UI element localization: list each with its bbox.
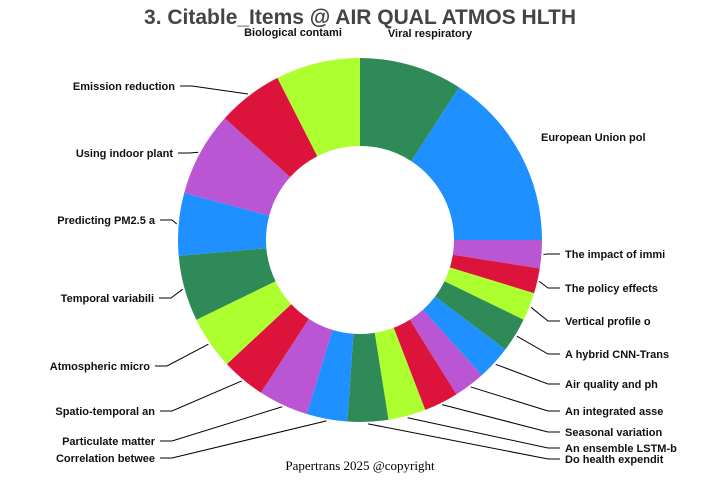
leader-line	[155, 343, 209, 367]
leader-line	[160, 380, 242, 412]
leader-line	[159, 288, 183, 299]
chart-title: 3. Citable_Items @ AIR QUAL ATMOS HLTH	[144, 6, 576, 29]
slice-label: A hybrid CNN-Trans	[565, 349, 669, 361]
slice-label: Particulate matter	[62, 436, 156, 448]
slice-label: An ensemble LSTM-b	[565, 443, 677, 455]
slice-label: Spatio-temporal an	[55, 406, 155, 418]
donut-slice	[409, 309, 482, 395]
donut-slice	[277, 58, 360, 157]
slice-label: Biological contami	[244, 27, 342, 39]
donut-slice	[435, 281, 524, 350]
slice-label: Seasonal variation	[565, 427, 662, 439]
donut-slice	[422, 296, 506, 376]
leader-line	[178, 151, 199, 154]
slice-label: The impact of immi	[565, 249, 665, 261]
donut-slice	[374, 327, 426, 420]
donut-slice	[411, 87, 542, 240]
slice-label: Atmospheric micro	[50, 361, 151, 373]
slice-label: The policy effects	[565, 283, 658, 295]
leader-line	[470, 386, 560, 412]
leader-line	[160, 219, 178, 225]
donut-slice	[178, 192, 270, 256]
donut-slice	[444, 267, 535, 320]
slice-label: Emission reduction	[73, 81, 175, 93]
slice-label: Temporal variabili	[61, 293, 154, 305]
leader-line	[495, 363, 560, 385]
donut-slice	[449, 254, 540, 294]
slice-label: European Union pol	[541, 132, 646, 144]
donut-slice	[178, 248, 276, 320]
leader-line	[441, 404, 560, 433]
leader-line	[530, 307, 560, 322]
donut-slice	[452, 240, 542, 269]
slice-label: Predicting PM2.5 a	[57, 215, 156, 227]
donut-slice	[347, 332, 389, 423]
donut-slice	[184, 118, 291, 216]
slice-label: Correlation betwee	[56, 453, 155, 465]
donut-slice	[306, 329, 354, 422]
slice-label: Air quality and ph	[565, 379, 658, 391]
donut-slice	[224, 77, 318, 178]
donut-slice	[260, 318, 333, 415]
copyright-footer: Papertrans 2025 @copyright	[285, 458, 435, 473]
slice-label: Using indoor plant	[76, 148, 173, 160]
leader-line	[516, 335, 560, 355]
donut-slice	[226, 304, 309, 393]
leader-line	[407, 417, 560, 449]
leader-line	[160, 420, 327, 459]
leader-line	[538, 280, 560, 289]
slice-label: Do health expendit	[565, 454, 664, 466]
leader-line	[160, 406, 283, 442]
donut-slice	[196, 281, 292, 365]
slice-label: An integrated asse	[565, 406, 663, 418]
leader-line	[180, 85, 249, 95]
slice-label: Vertical profile o	[565, 316, 651, 328]
donut-slice	[393, 319, 457, 410]
leader-line	[367, 423, 560, 460]
donut-slice	[360, 58, 460, 162]
slice-label: Viral respiratory	[388, 28, 473, 40]
